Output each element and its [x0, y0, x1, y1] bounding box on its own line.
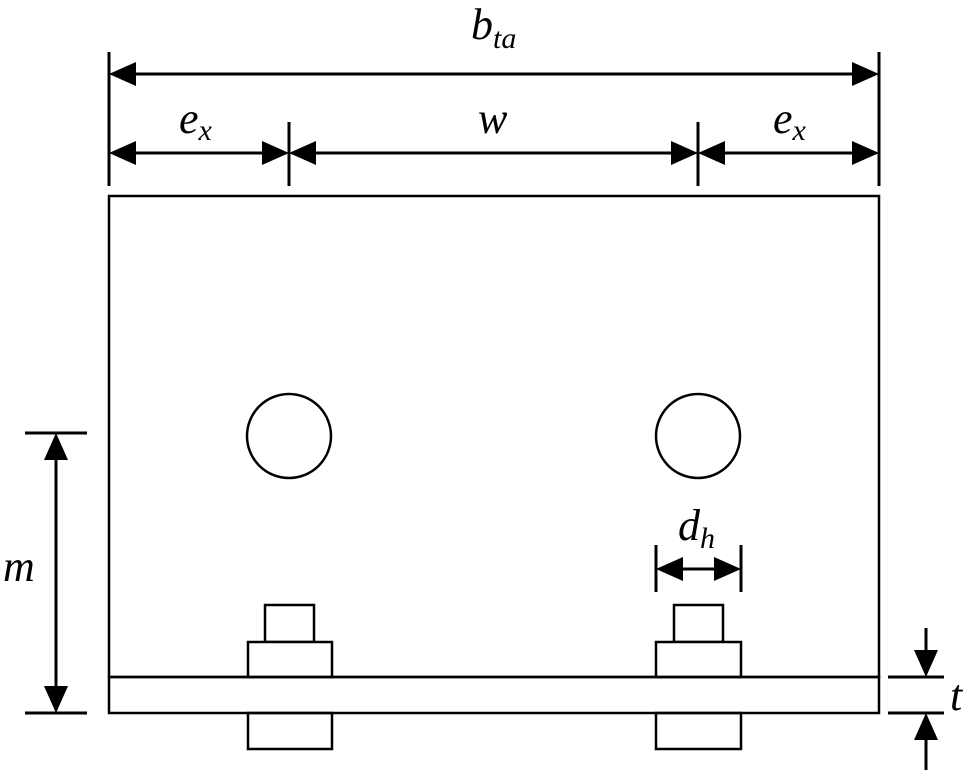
dimension-t: t — [888, 628, 964, 770]
dimension-d-h: dh — [654, 501, 743, 592]
bolt-shank-top — [672, 603, 725, 644]
label-w: w — [478, 94, 508, 143]
arrowhead-up — [914, 713, 938, 740]
label-e-x-right: ex — [773, 94, 807, 147]
dimension-row-ex-w-ex: ex w ex — [109, 94, 879, 186]
arrowhead — [671, 141, 698, 165]
plate-outline — [107, 194, 881, 679]
bolt-nut — [246, 640, 334, 679]
bolt-nut — [654, 640, 743, 679]
arrowhead — [852, 141, 879, 165]
bolt-head — [654, 711, 743, 751]
bolt-left — [246, 603, 334, 751]
arrowhead — [262, 141, 289, 165]
label-d-h: dh — [678, 501, 715, 555]
arrowhead — [698, 141, 725, 165]
label-m: m — [3, 542, 35, 591]
arrowhead — [289, 141, 316, 165]
flange-plate — [107, 675, 881, 715]
bolt-shank-top — [263, 603, 316, 644]
arrowhead-right — [852, 62, 879, 86]
arrowhead-left — [109, 62, 136, 86]
arrowhead-up — [44, 433, 68, 460]
dimension-b-ta: bta — [107, 0, 881, 186]
bolt-right — [654, 603, 743, 751]
label-t: t — [950, 671, 964, 720]
arrowhead-down — [914, 650, 938, 677]
arrowhead — [656, 557, 683, 581]
arrowhead — [109, 141, 136, 165]
bolt-hole-right — [654, 392, 742, 480]
bolt-head — [246, 711, 334, 751]
dimension-m: m — [3, 431, 87, 715]
arrowhead-down — [44, 686, 68, 713]
arrowhead — [714, 557, 741, 581]
label-b-ta: bta — [471, 0, 516, 55]
bolt-hole-left — [245, 392, 333, 480]
label-e-x-left: ex — [179, 94, 213, 147]
